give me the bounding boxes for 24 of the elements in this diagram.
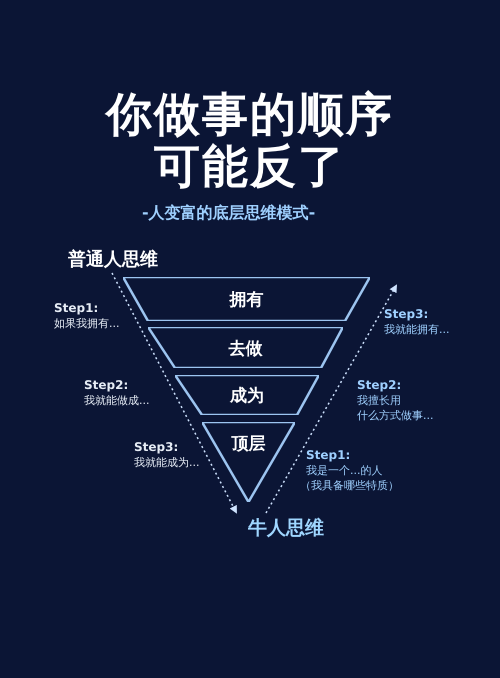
heading-text: 普通人思维 (68, 247, 178, 271)
step-label: Step1: (54, 301, 98, 315)
pyramid-triangle: 顶层 (202, 422, 295, 502)
step-label: Step3: (134, 440, 178, 454)
step-text: 什么方式做事... (357, 408, 434, 423)
step-label: Step1: (306, 448, 350, 462)
dotted-arrow (111, 272, 237, 514)
pyramid-band: 成为 (175, 375, 319, 415)
step-label: Step3: (384, 307, 428, 321)
title: 你做事的顺序可能反了 (104, 88, 395, 192)
subtitle: -人变富的底层思维模式- (142, 203, 316, 224)
step-label: Step2: (357, 378, 402, 392)
heading-text: 牛人思维 (248, 515, 348, 541)
step-text: 如果我拥有... (54, 316, 120, 331)
dotted-arrow (265, 284, 397, 514)
step-text: 我就能成为... (134, 455, 200, 470)
step-label: Step2: (84, 378, 128, 392)
pyramid-band: 拥有 (123, 277, 370, 321)
step-text: （我具备哪些特质） (300, 478, 399, 493)
step-text: 我就能做成... (84, 393, 150, 408)
step-text: 我是一个...的人 (306, 463, 382, 478)
step-text: 我擅长用 (357, 393, 401, 408)
step-text: 我就能拥有... (384, 322, 450, 337)
pyramid-band: 去做 (148, 327, 343, 368)
